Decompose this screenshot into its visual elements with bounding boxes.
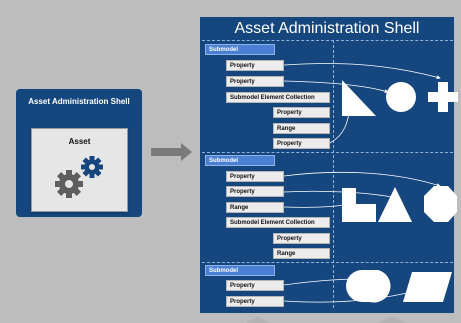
element-property: Property [226, 76, 284, 87]
element-property: Property [226, 296, 284, 307]
connector-line [283, 202, 351, 208]
aas-small-title: Asset Administration Shell [28, 97, 130, 106]
element-property: Property [273, 233, 330, 244]
bottom-arrow-right [378, 316, 406, 323]
gears-icon [55, 156, 103, 198]
element-property: Property [226, 186, 284, 197]
octagon-shape [424, 186, 457, 222]
right-triangle-shape [342, 80, 376, 116]
element-range: Range [273, 248, 330, 259]
submodel-header: Submodel [205, 155, 275, 166]
parallelogram-shape [403, 272, 452, 302]
bottom-arrow-left [246, 316, 270, 323]
element-property: Property [226, 171, 284, 182]
asset-label: Asset [68, 137, 91, 146]
connector-line [283, 171, 441, 187]
divider-top [202, 40, 453, 41]
circle-shape [386, 82, 416, 112]
divider-submodel-2 [202, 262, 453, 263]
asset-card: Asset [31, 128, 128, 212]
divider-vertical [333, 40, 334, 308]
connector-line [283, 190, 397, 200]
divider-submodel-1 [202, 152, 453, 153]
element-property: Property [226, 280, 284, 291]
aas-detail-title: Asset Administration Shell [234, 20, 420, 37]
element-property: Property [226, 60, 284, 71]
element-property: Property [273, 107, 330, 118]
element-range: Range [273, 123, 330, 134]
element-submodel-element-collection: Submodel Element Collection [226, 217, 330, 228]
connector-line [283, 63, 441, 80]
semicircle-shape [346, 270, 391, 303]
element-submodel-element-collection: Submodel Element Collection [226, 92, 330, 103]
element-range: Range [226, 202, 284, 213]
plus-shape [428, 82, 458, 112]
submodel-header: Submodel [205, 44, 275, 55]
triangle-shape [378, 187, 412, 222]
l-shape [342, 188, 376, 222]
element-property: Property [273, 138, 330, 149]
right-arrow-icon [151, 143, 192, 161]
submodel-header: Submodel [205, 265, 275, 276]
connector-line [283, 80, 389, 94]
